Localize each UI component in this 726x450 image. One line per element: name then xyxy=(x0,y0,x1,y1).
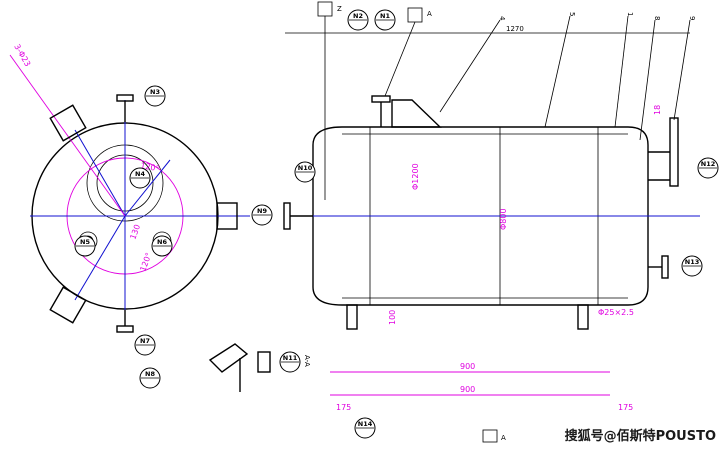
part-number-9: 9 xyxy=(688,16,696,20)
callout-bubble-label: N7 xyxy=(140,337,150,345)
diameter-label: Φ800 xyxy=(499,208,508,230)
nozzle-height-label: 100 xyxy=(388,310,397,325)
part-number-5: 5 xyxy=(568,12,576,16)
top-nozzle-flange-side xyxy=(371,95,391,103)
top-view-radial-2 xyxy=(74,215,126,301)
vessel-shell xyxy=(312,126,649,306)
watermark: 搜狐号@佰斯特POUSTO xyxy=(564,429,716,444)
top-view-radial-3 xyxy=(124,159,171,217)
support-lug-top-left xyxy=(49,104,87,142)
callout-bubble-label: N3 xyxy=(150,88,160,96)
callout-bubble: N2 xyxy=(347,9,369,31)
callout-bubble-label: N10 xyxy=(298,164,313,172)
right-manway-flange xyxy=(669,117,679,187)
left-nozzle-flange xyxy=(283,202,291,230)
leg-right xyxy=(577,304,589,330)
top-view: 3-Φ23 120° 120° xyxy=(9,43,250,333)
section-flange xyxy=(257,351,271,373)
bottom-nozzle-flange xyxy=(116,325,134,333)
callout-bubble: N8 xyxy=(139,367,161,389)
leg-offset-right-label: 175 xyxy=(618,403,633,412)
callout-bubble-label: N8 xyxy=(145,370,155,378)
leader-part-1 xyxy=(614,15,629,128)
tag-box-z xyxy=(317,1,333,17)
callout-bubble: N7 xyxy=(134,334,156,356)
leader-part-5 xyxy=(544,15,571,128)
callout-bubble-label: N1 xyxy=(380,12,390,20)
callout-bubble: N10 xyxy=(294,161,316,183)
callout-bubble: N12 xyxy=(697,157,719,179)
leg-left xyxy=(346,304,358,330)
head-diameter-label: Φ1200 xyxy=(411,163,420,190)
support-span-top-label: 900 xyxy=(460,362,475,371)
callout-bubble-label: N2 xyxy=(353,12,363,20)
support-lug-right xyxy=(216,202,238,230)
support-span-label: 900 xyxy=(460,385,475,394)
section-a-a: A-A xyxy=(208,343,311,392)
callout-bubble-label: N9 xyxy=(257,207,267,215)
callout-bubble: N11 xyxy=(279,351,301,373)
side-view: 1270 900 900 175 175 Φ800 Φ1200 100 Φ25×… xyxy=(128,1,700,443)
right-bottom-nozzle-flange xyxy=(661,255,669,279)
callout-bubble: N14 xyxy=(354,417,376,439)
top-view-leader-bolt xyxy=(9,54,126,217)
callout-bubble: N1 xyxy=(374,9,396,31)
callout-bubble-label: N13 xyxy=(685,258,700,266)
overall-dim-label: 1270 xyxy=(506,25,524,33)
callout-bubble: N3 xyxy=(144,85,166,107)
support-lug-bottom-left xyxy=(49,286,87,324)
callout-bubble-label: N6 xyxy=(157,238,167,246)
misc-18-label: 18 xyxy=(653,105,662,115)
callout-bubble: N9 xyxy=(251,204,273,226)
tag-z: Z xyxy=(337,5,342,13)
callout-bubble: N4 xyxy=(129,167,151,189)
section-label: A-A xyxy=(303,355,311,367)
callout-bubble-label: N11 xyxy=(283,354,298,362)
leg-offset-left-label: 175 xyxy=(336,403,351,412)
tag-a-leader xyxy=(384,21,416,97)
callout-bubble: N13 xyxy=(681,255,703,277)
flange-label: Φ25×2.5 xyxy=(598,308,634,317)
part-number-8: 8 xyxy=(653,16,661,20)
callout-bubble-label: N5 xyxy=(80,238,90,246)
leader-part-4 xyxy=(439,19,501,113)
leader-part-9 xyxy=(673,19,691,121)
bolt-circle-label: 3-Φ23 xyxy=(12,43,32,69)
section-lug xyxy=(208,343,249,373)
part-number-1: 1 xyxy=(626,12,634,16)
callout-bubble-label: N12 xyxy=(701,160,716,168)
tag-a: A xyxy=(427,10,432,18)
angle-label-b: 120° xyxy=(138,251,153,272)
tag-box-a xyxy=(407,7,423,23)
misc-130-label: 130 xyxy=(128,223,142,240)
part-number-4: 4 xyxy=(498,16,506,21)
tag-bottom-a: A xyxy=(501,434,506,442)
callout-bubble: N5 xyxy=(74,235,96,257)
callout-bubble-label: N14 xyxy=(358,420,373,428)
leader-part-8 xyxy=(639,19,656,141)
callout-bubble-label: N4 xyxy=(135,170,145,178)
top-view-radial-1 xyxy=(74,129,126,217)
lifting-lug xyxy=(391,99,442,128)
callout-bubble: N6 xyxy=(151,235,173,257)
tag-box-bottom xyxy=(482,429,498,443)
